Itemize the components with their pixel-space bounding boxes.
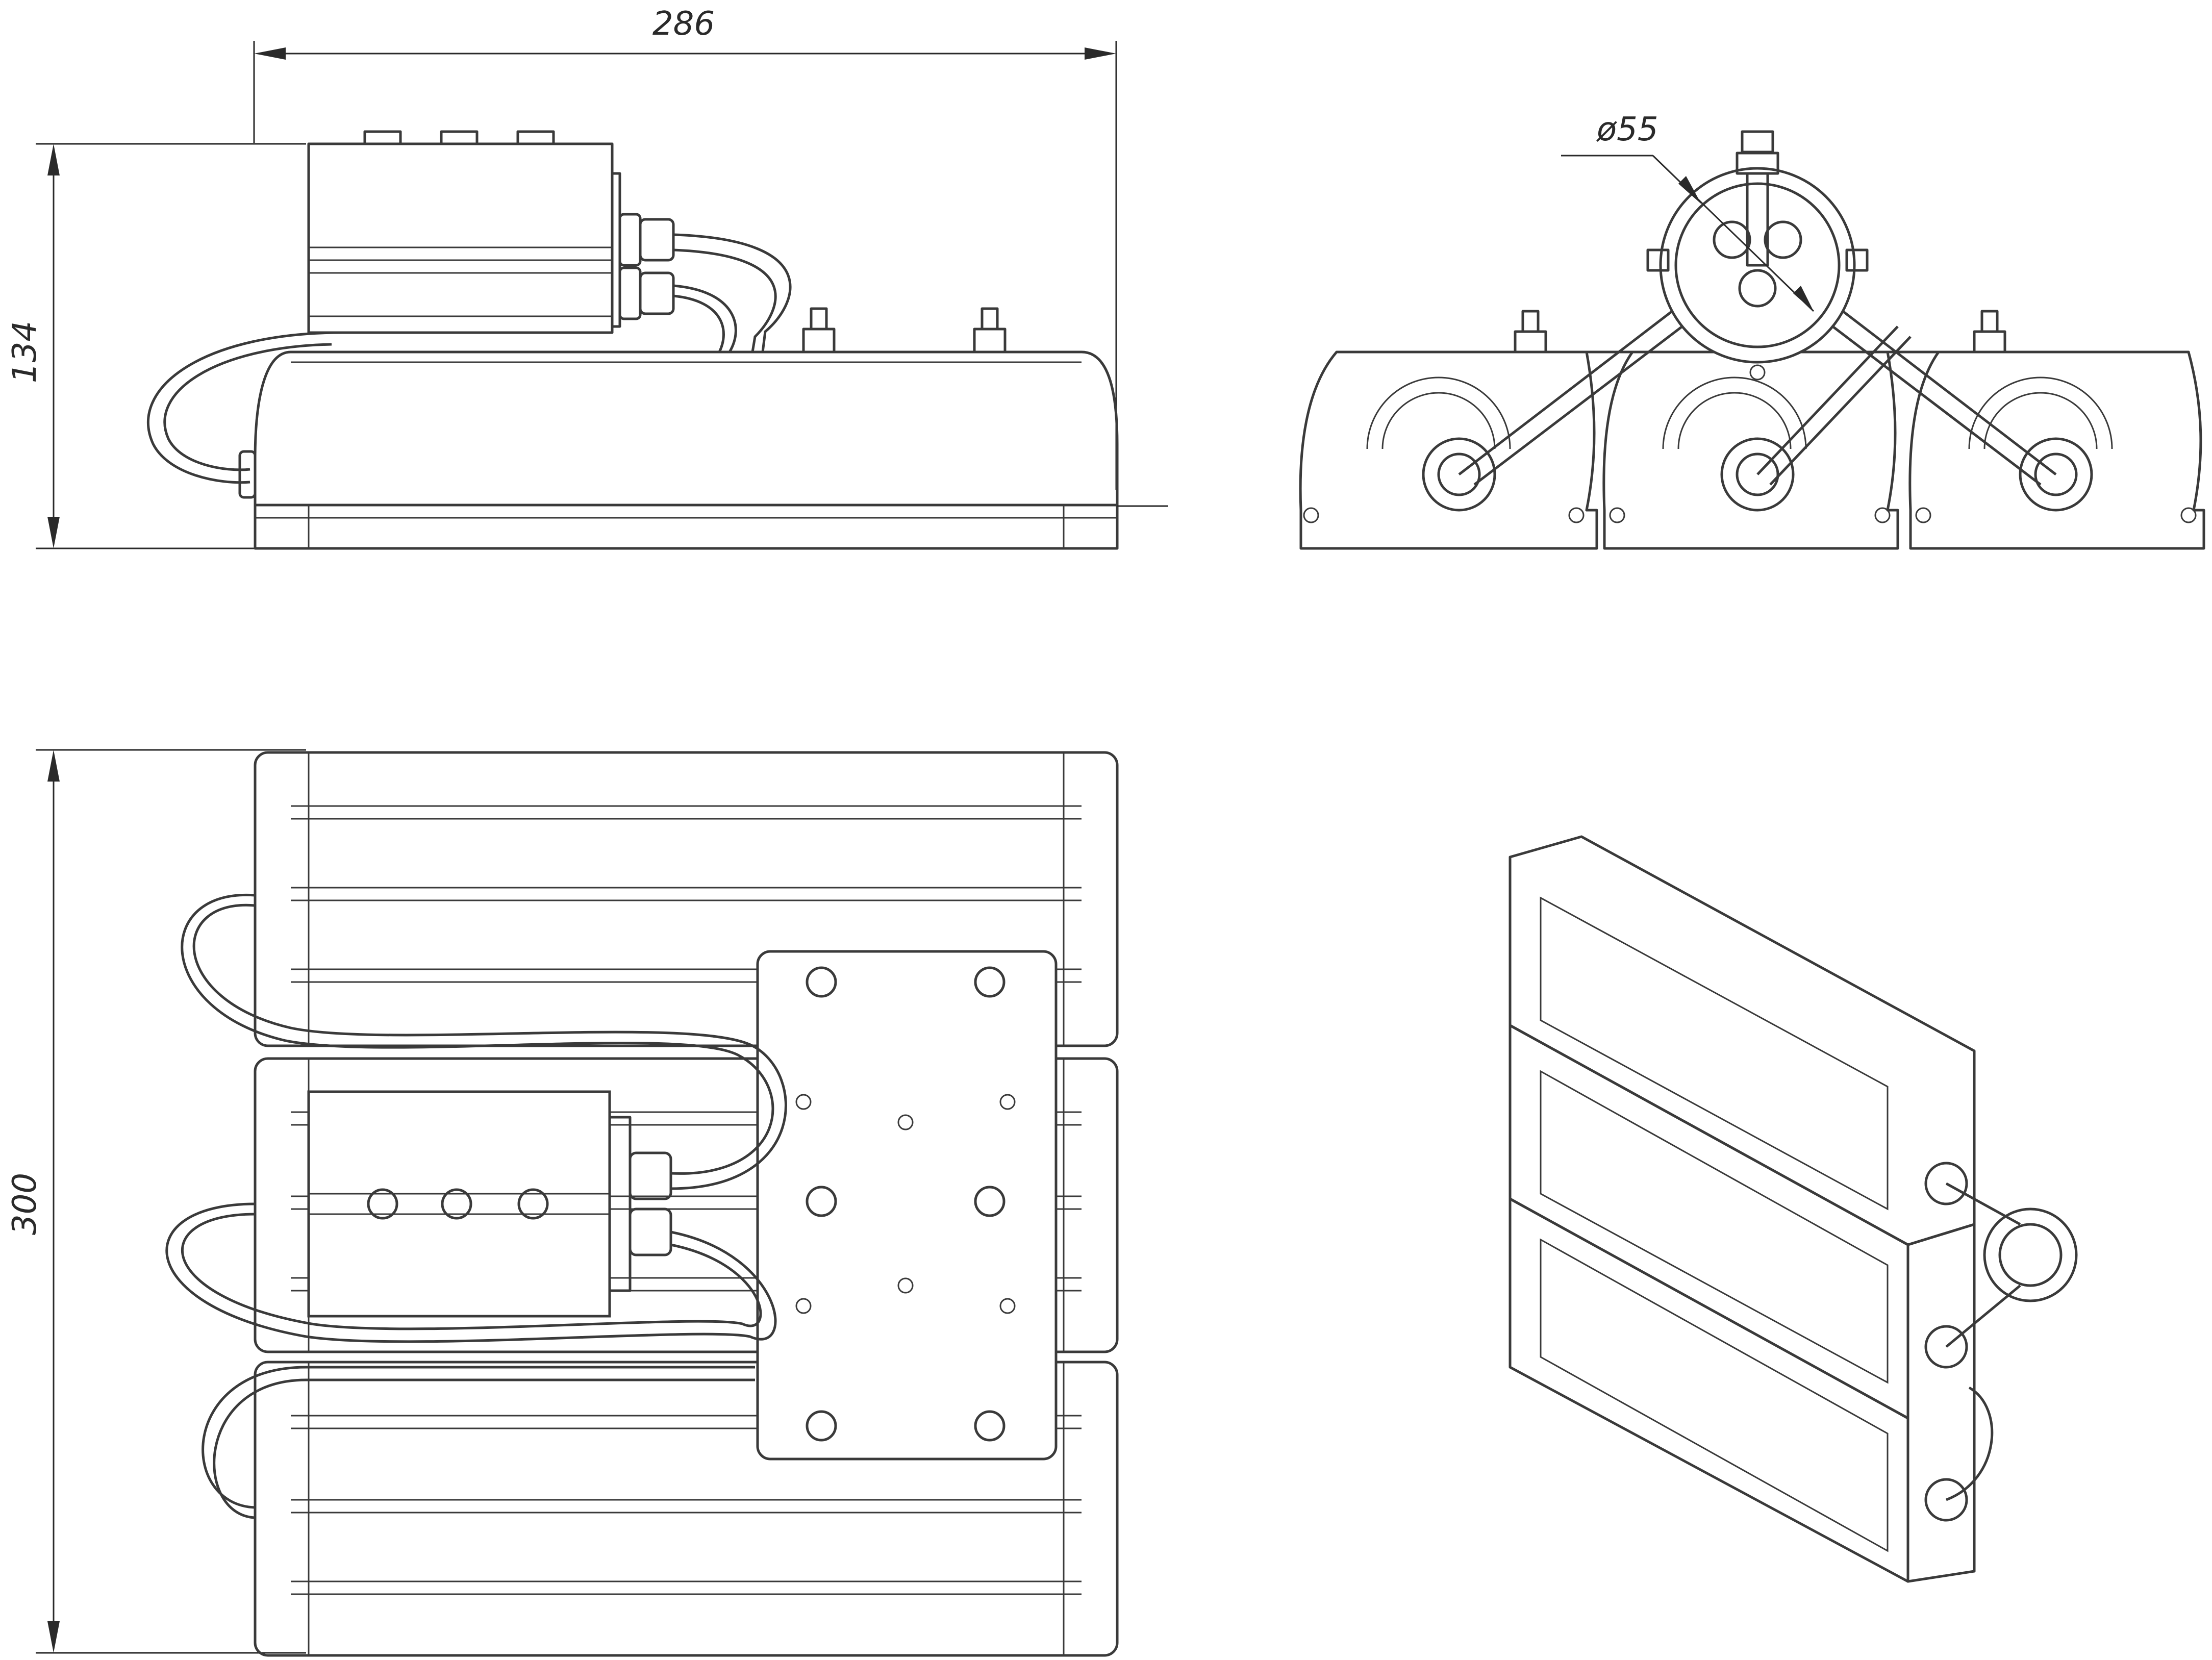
front-view: ø55 — [1299, 111, 2205, 550]
top-view: 300 — [6, 749, 1119, 1657]
height-dimension-label: 134 — [6, 321, 44, 383]
length-dimension-label: 300 — [6, 1173, 44, 1235]
width-dimension-label: 286 — [652, 5, 715, 43]
side-view: 286 134 — [6, 5, 1168, 550]
isometric-view — [1509, 835, 2078, 1583]
diameter-dimension-label: ø55 — [1596, 111, 1658, 148]
